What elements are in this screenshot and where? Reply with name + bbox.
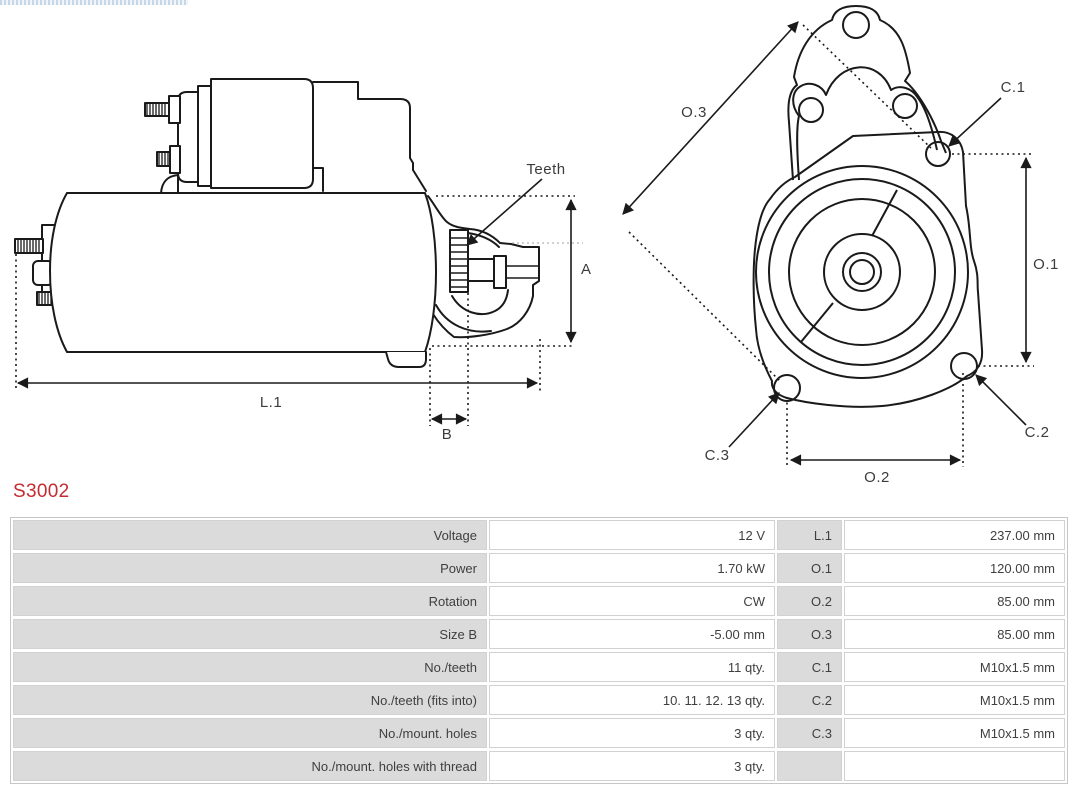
bracket-hole-left bbox=[798, 97, 824, 123]
spec-value: 3 qty. bbox=[489, 718, 775, 748]
spec-value: -5.00 mm bbox=[489, 619, 775, 649]
drive-end-housing bbox=[427, 195, 540, 339]
dim-value: M10x1.5 mm bbox=[844, 685, 1065, 715]
body-foot bbox=[385, 351, 427, 368]
dim-label-o1: O.1 bbox=[1033, 256, 1059, 273]
front-view-dimensions bbox=[622, 21, 1034, 467]
dim-label-b: B bbox=[442, 426, 453, 443]
dim-key: L.1 bbox=[777, 520, 842, 550]
bracket-hole-top bbox=[842, 11, 870, 39]
dim-label-c3: C.3 bbox=[705, 447, 730, 464]
technical-drawing: A L.1 B Teeth bbox=[14, 5, 1059, 486]
dim-value: M10x1.5 mm bbox=[844, 652, 1065, 682]
dim-key bbox=[777, 751, 842, 781]
spec-label: Rotation bbox=[13, 586, 487, 616]
dim-label-o3: O.3 bbox=[681, 104, 707, 121]
dim-value: M10x1.5 mm bbox=[844, 718, 1065, 748]
dim-key: C.3 bbox=[777, 718, 842, 748]
spec-value: 1.70 kW bbox=[489, 553, 775, 583]
spec-label: Power bbox=[13, 553, 487, 583]
spec-label: No./mount. holes bbox=[13, 718, 487, 748]
dim-key: C.1 bbox=[777, 652, 842, 682]
spec-value: 3 qty. bbox=[489, 751, 775, 781]
spec-table: Voltage 12 V L.1 237.00 mm Power 1.70 kW… bbox=[10, 517, 1068, 784]
part-number: S3002 bbox=[13, 481, 70, 502]
dim-key: O.1 bbox=[777, 553, 842, 583]
dim-label-a: A bbox=[581, 261, 592, 278]
hole-c1 bbox=[925, 141, 951, 167]
spec-value: 11 qty. bbox=[489, 652, 775, 682]
dim-key: O.2 bbox=[777, 586, 842, 616]
dim-value bbox=[844, 751, 1065, 781]
spec-label: No./teeth bbox=[13, 652, 487, 682]
dim-value: 237.00 mm bbox=[844, 520, 1065, 550]
dim-value: 85.00 mm bbox=[844, 586, 1065, 616]
spec-value: CW bbox=[489, 586, 775, 616]
dim-label-o2: O.2 bbox=[864, 469, 890, 486]
dim-key: C.2 bbox=[777, 685, 842, 715]
spec-label: Voltage bbox=[13, 520, 487, 550]
teeth-label: Teeth bbox=[526, 161, 565, 178]
bearing-circles bbox=[755, 165, 969, 379]
side-view-dimensions bbox=[15, 178, 583, 426]
motor-body bbox=[49, 192, 437, 353]
front-view-starter bbox=[752, 5, 984, 408]
dim-value: 120.00 mm bbox=[844, 553, 1065, 583]
flange-plate bbox=[752, 130, 984, 408]
spec-label: No./teeth (fits into) bbox=[13, 685, 487, 715]
dim-label-c1: C.1 bbox=[1001, 79, 1026, 96]
hole-c2 bbox=[950, 352, 978, 380]
side-view-starter bbox=[14, 78, 540, 368]
spec-label: Size B bbox=[13, 619, 487, 649]
bracket-hole-right bbox=[892, 93, 918, 119]
dim-label-c2: C.2 bbox=[1025, 424, 1050, 441]
spec-value: 12 V bbox=[489, 520, 775, 550]
spec-value: 10. 11. 12. 13 qty. bbox=[489, 685, 775, 715]
solenoid bbox=[144, 78, 427, 194]
partial-logo-watermark bbox=[0, 0, 188, 5]
dim-value: 85.00 mm bbox=[844, 619, 1065, 649]
spec-label: No./mount. holes with thread bbox=[13, 751, 487, 781]
dim-label-l1: L.1 bbox=[260, 394, 282, 411]
dim-key: O.3 bbox=[777, 619, 842, 649]
hole-c3 bbox=[773, 374, 801, 402]
pinion-gear bbox=[449, 229, 469, 293]
